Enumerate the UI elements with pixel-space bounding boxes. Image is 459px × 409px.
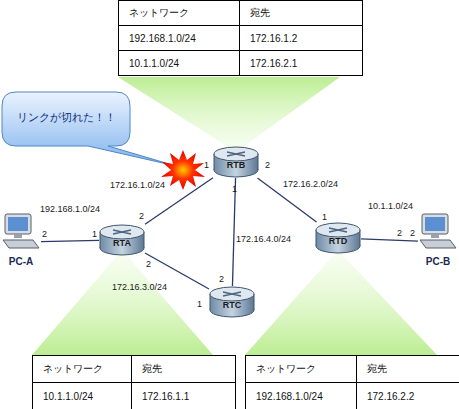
device-name: PC-B [418, 256, 458, 267]
router-node: RTA [99, 224, 145, 256]
table-cell: 宛先 [240, 1, 363, 26]
router-node: RTB [213, 146, 259, 178]
router-node: RTD [315, 222, 361, 254]
interface-number: 1 [322, 212, 327, 222]
network-link [232, 178, 235, 286]
pc-node: PC-B [418, 212, 458, 272]
beam [32, 250, 213, 355]
network-address: 172.16.2.0/24 [283, 179, 338, 189]
table-cell: 172.16.2.2 [357, 383, 459, 409]
table-cell: 10.1.1.0/24 [119, 51, 240, 76]
network-address: 172.16.4.0/24 [236, 234, 291, 244]
interface-number: 1 [197, 299, 202, 309]
routing-table: ネットワーク宛先192.168.1.0/24172.16.1.210.1.1.0… [118, 0, 363, 76]
table-cell: 宛先 [357, 356, 459, 383]
table-row: 192.168.1.0/24172.16.2.2 [246, 383, 459, 409]
callout-node: リンクが切れた！！ [2, 92, 130, 148]
interface-number: 1 [92, 229, 97, 239]
router-node: RTC [209, 286, 255, 318]
interface-number: 2 [397, 228, 402, 238]
table-cell: ネットワーク [33, 356, 132, 383]
table-row: ネットワーク宛先 [246, 356, 459, 383]
table-cell: ネットワーク [246, 356, 357, 383]
device-name: PC-A [1, 256, 41, 267]
interface-number: 1 [204, 160, 209, 170]
interface-number: 2 [410, 228, 415, 238]
table-row: ネットワーク宛先 [33, 356, 236, 383]
break-star [161, 150, 205, 190]
routing-table: ネットワーク宛先192.168.1.0/24172.16.2.2 [245, 355, 459, 409]
network-address: 172.16.1.0/24 [110, 180, 165, 190]
interface-number: 1 [232, 184, 237, 194]
interface-number: 2 [265, 160, 270, 170]
table-cell: ネットワーク [119, 1, 240, 26]
table-row: 192.168.1.0/24172.16.1.2 [119, 26, 363, 51]
table-cell: 10.1.1.0/24 [33, 383, 132, 409]
pc-node: PC-A [1, 212, 41, 272]
interface-number: 2 [146, 259, 151, 269]
pc-icon [1, 212, 41, 252]
routing-table: ネットワーク宛先10.1.1.0/24172.16.1.1 [32, 355, 236, 409]
device-name: RTC [209, 300, 255, 310]
table-cell: 172.16.1.2 [240, 26, 363, 51]
interface-number: 2 [42, 229, 47, 239]
network-address: 10.1.1.0/24 [368, 201, 413, 211]
table-cell: 172.16.1.1 [132, 383, 236, 409]
callout-text: リンクが切れた！！ [10, 110, 122, 124]
table-cell: 172.16.2.1 [240, 51, 363, 76]
interface-number: 2 [219, 274, 224, 284]
network-address: 192.168.1.0/24 [40, 204, 100, 214]
table-cell: 宛先 [132, 356, 236, 383]
interface-number: 2 [139, 211, 144, 221]
table-row: 10.1.1.0/24172.16.2.1 [119, 51, 363, 76]
network-link [361, 239, 418, 241]
network-address: 172.16.3.0/24 [112, 282, 167, 292]
device-name: RTD [315, 236, 361, 246]
table-row: 10.1.1.0/24172.16.1.1 [33, 383, 236, 409]
table-cell: 192.168.1.0/24 [246, 383, 357, 409]
table-row: ネットワーク宛先 [119, 1, 363, 26]
device-name: RTB [213, 160, 259, 170]
table-cell: 192.168.1.0/24 [119, 26, 240, 51]
beam [245, 250, 437, 355]
network-link [41, 240, 99, 241]
device-name: RTA [99, 238, 145, 248]
beam [118, 77, 340, 152]
pc-icon [418, 212, 458, 252]
